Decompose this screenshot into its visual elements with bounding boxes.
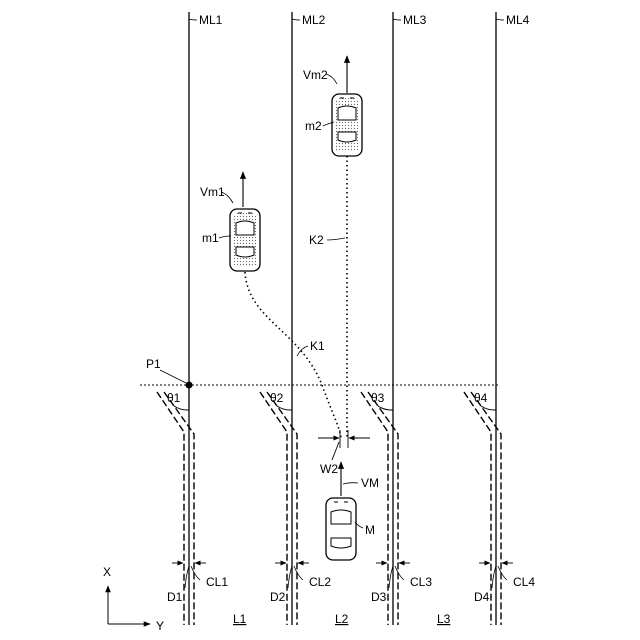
distance-label-d4: D4 (474, 590, 490, 604)
trajectory-label-k1: K1 (310, 339, 325, 353)
axis-label-y: Y (156, 619, 164, 633)
trajectory-k1 (245, 272, 341, 438)
point-p1-marker (186, 382, 193, 389)
vehicle-label-m1: m1 (202, 231, 219, 245)
velocity-label-vm2: Vm2 (303, 68, 328, 82)
distance-label-d3: D3 (371, 590, 387, 604)
angle-label-2: θ2 (270, 391, 284, 405)
vehicle-m1 (230, 209, 260, 271)
centerline-label-cl4: CL4 (513, 575, 535, 589)
lane-label-l1: L1 (233, 612, 247, 626)
angle-arcs (174, 406, 496, 410)
vehicle-label-m2: m2 (305, 119, 322, 133)
lane-label-l3: L3 (437, 612, 451, 626)
lane-mark-label-2: ML2 (302, 13, 326, 27)
centerline-label-cl3: CL3 (410, 575, 432, 589)
distance-label-d2: D2 (270, 590, 286, 604)
lane-mark-label-1: ML1 (199, 13, 223, 27)
trajectory-label-k2: K2 (309, 233, 324, 247)
coordinate-axes (108, 586, 150, 624)
angle-label-3: θ3 (371, 391, 385, 405)
axis-label-x: X (103, 565, 111, 579)
vehicle-m2 (332, 94, 362, 156)
centerline-label-cl1: CL1 (206, 575, 228, 589)
angle-label-1: θ1 (167, 391, 181, 405)
angle-label-4: θ4 (474, 391, 488, 405)
width-label-w2: W2 (320, 462, 338, 476)
point-label-p1: P1 (146, 357, 161, 371)
vehicle-own-m (326, 498, 356, 560)
p1-leader (160, 370, 186, 383)
lane-label-l2: L2 (335, 612, 349, 626)
velocity-label-vm1: Vm1 (200, 185, 225, 199)
centerline-label-cl2: CL2 (309, 575, 331, 589)
lane-mark-label-3: ML3 (403, 13, 427, 27)
width-w2-dimension (318, 430, 370, 460)
lane-mark-label-4: ML4 (506, 13, 530, 27)
vehicle-label-own-m: M (365, 523, 375, 537)
distance-label-d1: D1 (167, 590, 183, 604)
velocity-label-vm: VM (361, 476, 379, 490)
